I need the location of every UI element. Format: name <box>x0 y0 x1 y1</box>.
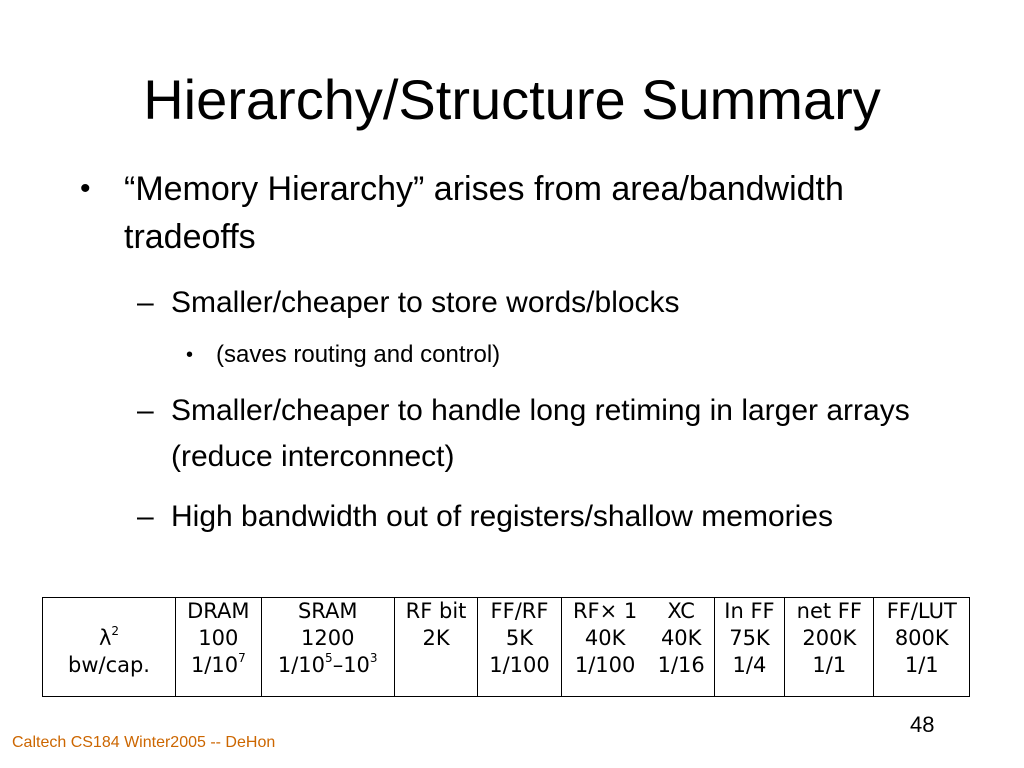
slide-title: Hierarchy/Structure Summary <box>143 68 881 131</box>
subbullet-text: High bandwidth out of registers/shallow … <box>171 500 833 533</box>
col-net-ff: net FF 200K 1/1 <box>784 597 875 697</box>
lambda-label: λ2 <box>98 624 120 650</box>
col-xc: XC 40K 1/16 <box>648 597 715 697</box>
col-ff-rf: FF/RF 5K 1/100 <box>477 597 562 697</box>
col-ff-lut: FF/LUT 800K 1/1 <box>873 597 970 697</box>
page-number: 48 <box>910 712 935 737</box>
summary-table: λ2 bw/cap. DRAM 100 1/107 SRAM 1200 1/10… <box>42 597 970 697</box>
col-rf-x1: RF× 1 40K 1/100 <box>560 597 649 697</box>
bullet-marker: • <box>186 344 194 366</box>
subbullet-text: Smaller/cheaper to store words/blocks <box>171 286 680 319</box>
bullet-marker: • <box>80 172 91 205</box>
row-label-cell: λ2 bw/cap. <box>42 597 176 697</box>
bullet-text: “Memory Hierarchy” arises from area/band… <box>124 170 844 256</box>
col-sram: SRAM 1200 1/105–103 <box>260 597 395 697</box>
subbullet-text: Smaller/cheaper to handle long retiming … <box>171 394 910 473</box>
dash-marker: – <box>137 286 154 319</box>
dash-marker: – <box>137 394 154 427</box>
bw-label: bw/cap. <box>67 653 150 677</box>
col-dram: DRAM 100 1/107 <box>175 597 262 697</box>
col-rf-bit: RF bit 2K <box>393 597 479 697</box>
dash-marker: – <box>137 500 154 533</box>
footer-text: Caltech CS184 Winter2005 -- DeHon <box>12 734 276 751</box>
col-in-ff: In FF 75K 1/4 <box>713 597 786 697</box>
subsubbullet-text: (saves routing and control) <box>216 341 501 368</box>
